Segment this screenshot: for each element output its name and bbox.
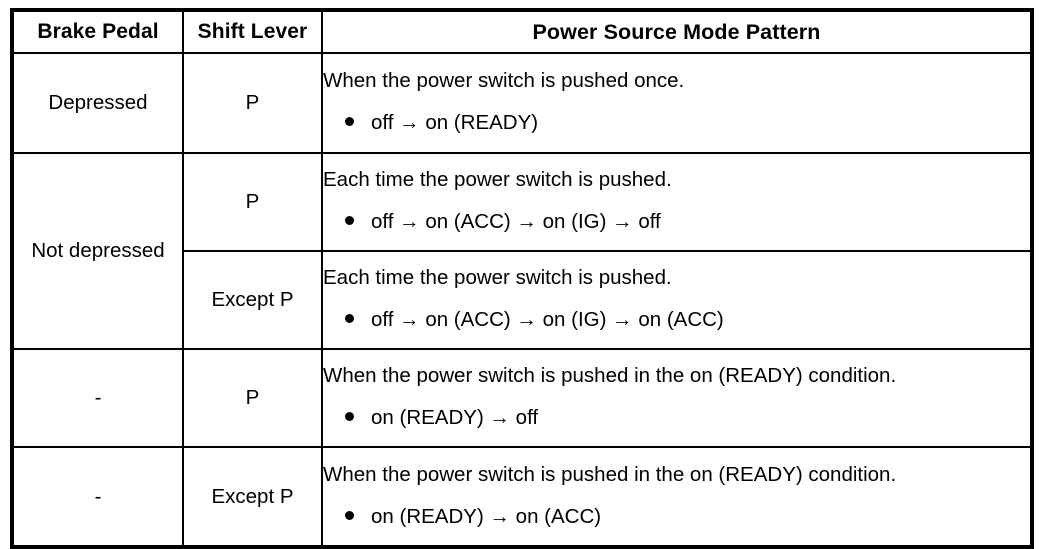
pattern-heading: When the power switch is pushed once. [323, 69, 685, 92]
power-source-mode-table: Brake Pedal Shift Lever Power Source Mod… [10, 8, 1034, 549]
pattern-block: Each time the power switch is pushed. of… [323, 162, 1030, 242]
cell-brake-pedal: - [11, 348, 184, 448]
pattern-bullet-text: on (READY) → on (ACC) [371, 504, 602, 528]
pattern-heading: When the power switch is pushed in the o… [323, 462, 897, 486]
cell-power-source-mode-pattern: When the power switch is pushed in the o… [321, 446, 1033, 548]
cell-shift-lever: P [182, 152, 323, 252]
cell-shift-lever: Except P [182, 250, 323, 350]
filled-circle-bullet-icon [345, 412, 354, 422]
pattern-bullet-item: on (READY) → off [323, 404, 1030, 432]
pattern-bullet-item: off → on (ACC) → on (IG) → on (ACC) [323, 306, 1030, 334]
cell-brake-pedal: Depressed [11, 52, 184, 154]
table-header-row: Brake Pedal Shift Lever Power Source Mod… [11, 9, 1033, 54]
cell-brake-pedal: - [11, 446, 184, 548]
pattern-block: Each time the power switch is pushed. of… [323, 260, 1030, 340]
pattern-block: When the power switch is pushed once. of… [323, 63, 1030, 143]
column-header-shift-lever: Shift Lever [182, 9, 323, 54]
pattern-heading: Each time the power switch is pushed. [323, 168, 672, 191]
table-header: Brake Pedal Shift Lever Power Source Mod… [11, 9, 1033, 54]
pattern-bullet-item: off → on (ACC) → on (IG) → off [323, 208, 1030, 236]
cell-power-source-mode-pattern: Each time the power switch is pushed. of… [321, 250, 1033, 350]
pattern-heading: When the power switch is pushed in the o… [323, 364, 897, 387]
table-row: Not depressed P Each time the power swit… [11, 152, 1033, 350]
table-row: - P When the power switch is pushed in t… [11, 348, 1033, 448]
column-header-power-source-mode-pattern: Power Source Mode Pattern [321, 9, 1033, 54]
cell-shift-lever: P [182, 52, 323, 154]
filled-circle-bullet-icon [345, 314, 354, 324]
cell-shift-lever: Except P [182, 446, 323, 548]
pattern-bullet-text: off → on (READY) [371, 111, 539, 134]
filled-circle-bullet-icon [345, 216, 354, 226]
cell-power-source-mode-pattern: When the power switch is pushed once. of… [321, 52, 1033, 154]
pattern-bullet-item: on (READY) → on (ACC) [323, 503, 1030, 531]
pattern-block: When the power switch is pushed in the o… [323, 358, 1030, 438]
filled-circle-bullet-icon [345, 117, 354, 127]
table-row: Depressed P When the power switch is pus… [11, 52, 1033, 154]
pattern-bullet-text: on (READY) → off [371, 406, 539, 429]
pattern-block: When the power switch is pushed in the o… [323, 457, 1030, 537]
pattern-bullet-item: off → on (READY) [323, 109, 1030, 137]
pattern-bullet-text: off → on (ACC) → on (IG) → on (ACC) [371, 308, 724, 331]
table-row: - Except P When the power switch is push… [11, 446, 1033, 548]
table-body: Depressed P When the power switch is pus… [11, 52, 1033, 548]
column-header-brake-pedal: Brake Pedal [11, 9, 184, 54]
pattern-bullet-text: off → on (ACC) → on (IG) → off [371, 210, 661, 233]
table-row: Except P Each time the power switch is p… [12, 250, 1033, 350]
cell-shift-lever: P [182, 348, 323, 448]
cell-power-source-mode-pattern: When the power switch is pushed in the o… [321, 348, 1033, 448]
filled-circle-bullet-icon [345, 510, 354, 520]
cell-brake-pedal: Not depressed [11, 152, 184, 350]
pattern-heading: Each time the power switch is pushed. [323, 266, 672, 289]
cell-power-source-mode-pattern: Each time the power switch is pushed. of… [321, 152, 1033, 252]
